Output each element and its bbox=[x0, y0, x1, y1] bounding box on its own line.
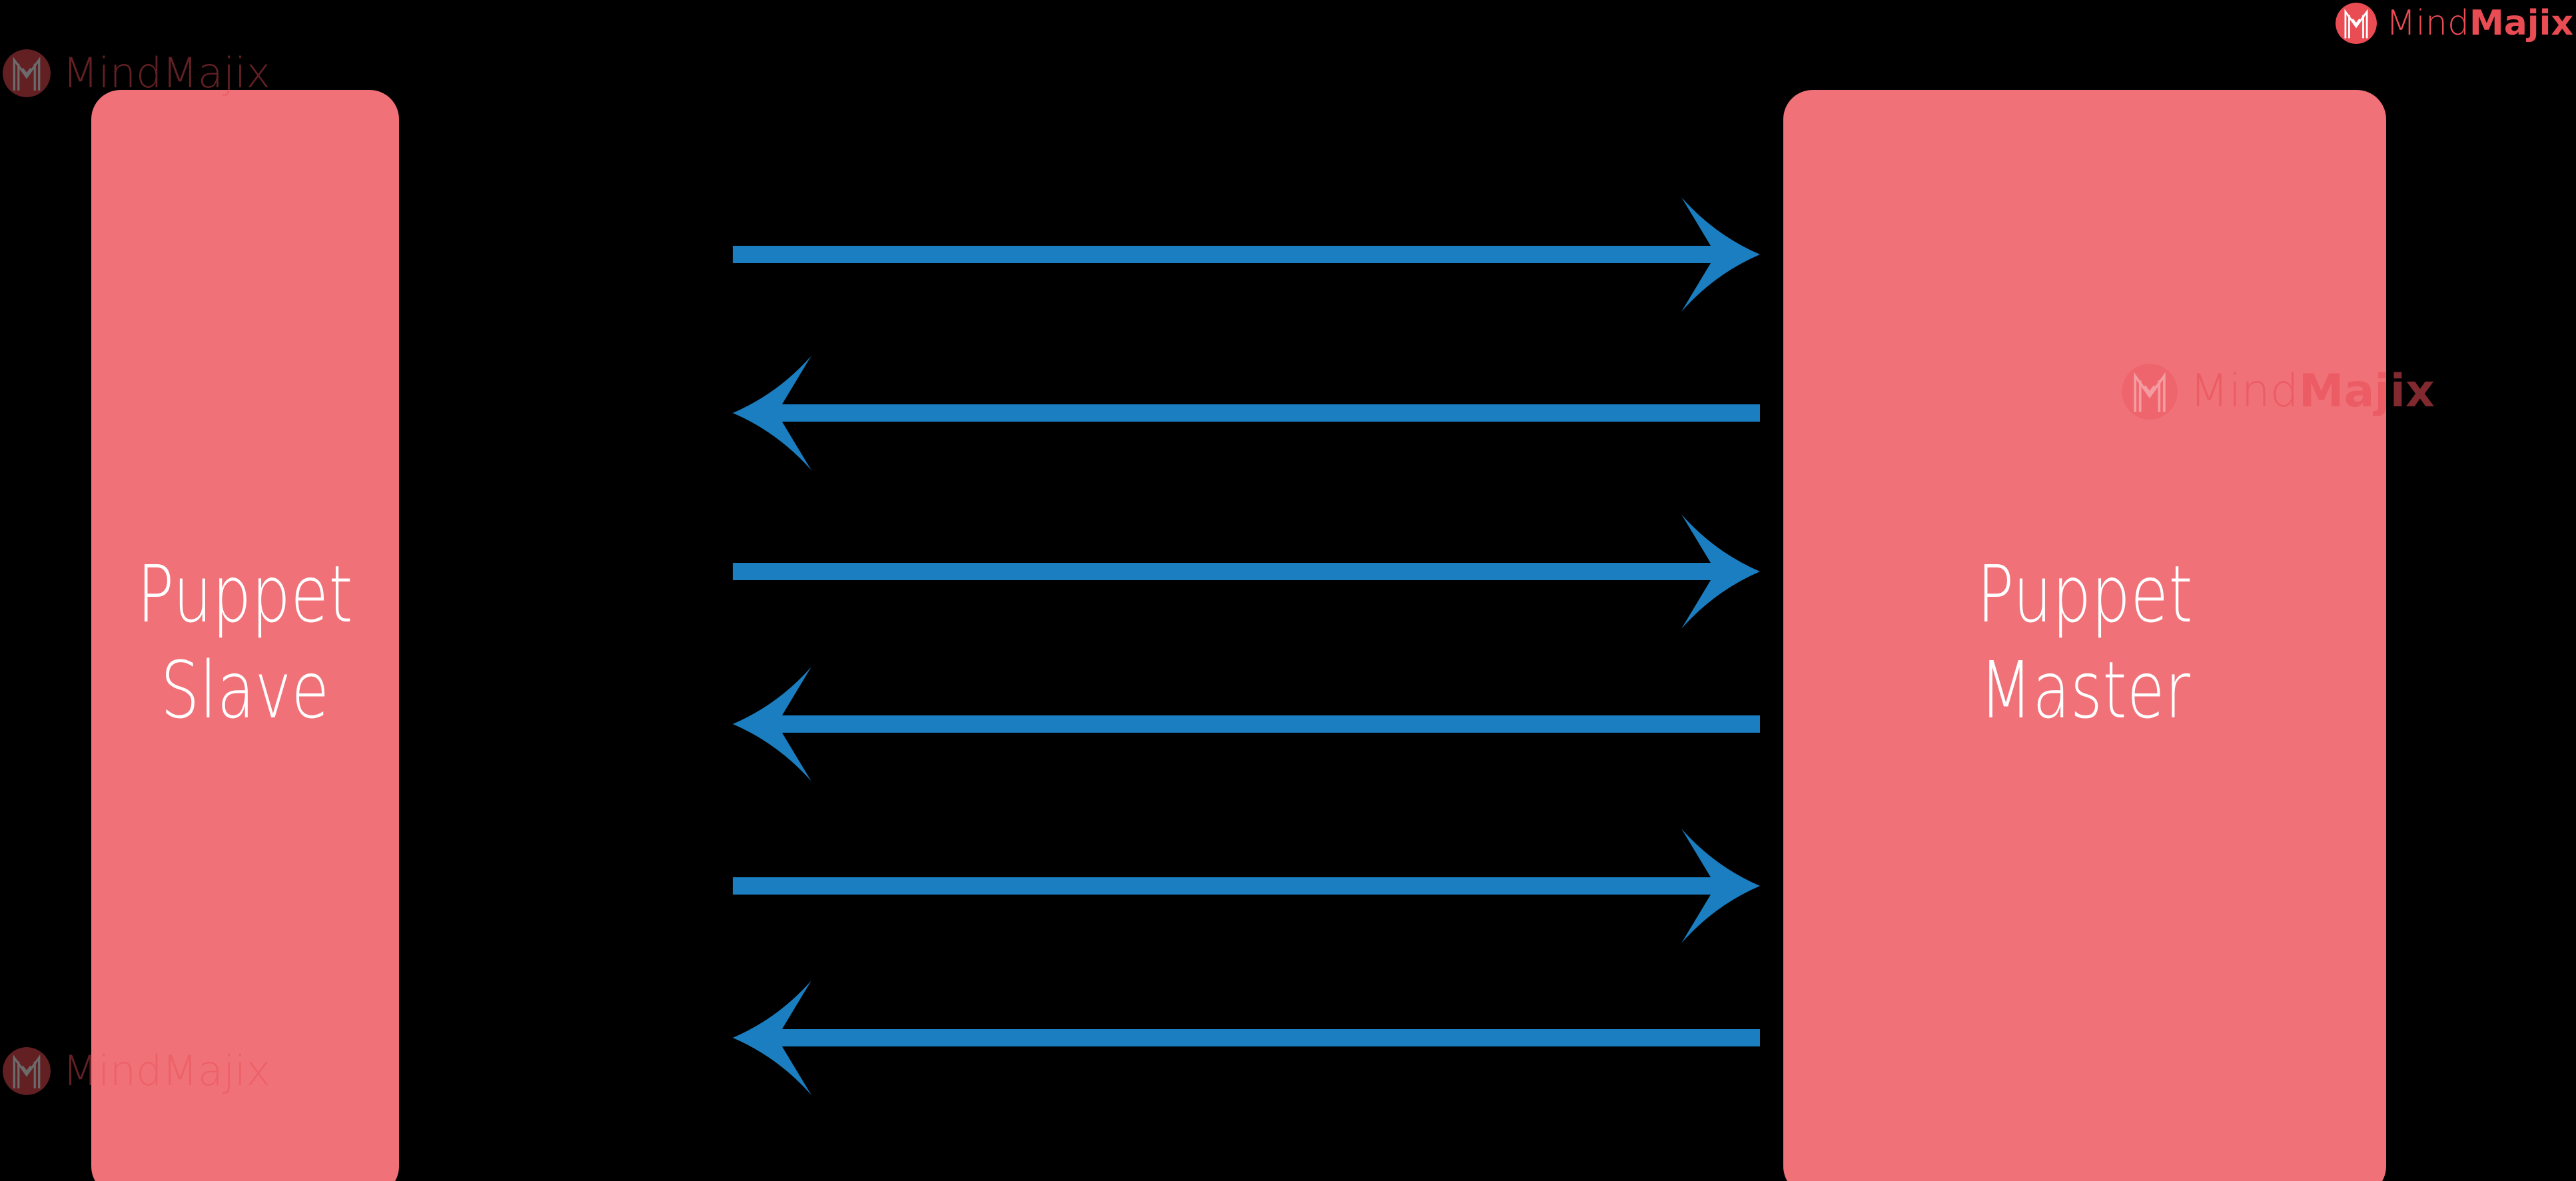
node-puppet-slave-label: Puppet Slave bbox=[137, 548, 354, 736]
node-puppet-master-label: Puppet Master bbox=[1976, 548, 2193, 736]
node-puppet-master[interactable]: Puppet Master bbox=[1783, 90, 2386, 1181]
arrow-3 bbox=[733, 514, 1760, 629]
arrow-6 bbox=[733, 981, 1760, 1095]
arrow-4 bbox=[733, 667, 1760, 781]
arrow-5 bbox=[733, 829, 1760, 943]
arrow-2 bbox=[733, 356, 1760, 470]
arrow-1 bbox=[733, 197, 1760, 312]
node-puppet-slave[interactable]: Puppet Slave bbox=[91, 90, 399, 1181]
